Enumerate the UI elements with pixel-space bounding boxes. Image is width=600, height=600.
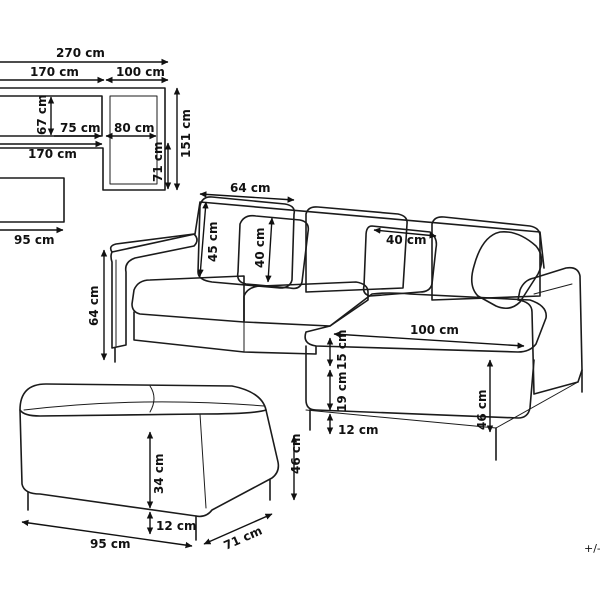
label-95-plan: 95 cm [14, 233, 55, 247]
ottoman-seam-v [149, 385, 155, 413]
label-100: 100 cm [410, 323, 459, 337]
label-71-plan: 71 cm [151, 142, 165, 183]
throw-pillow-chaise [470, 230, 543, 310]
plan-view: 270 cm 170 cm 100 cm 67 cm 75 cm 80 cm 1… [0, 46, 193, 191]
back-cushion-middle [305, 206, 408, 293]
ottoman-body [19, 409, 280, 518]
label-12-ottoman: 12 cm [156, 519, 197, 533]
sofa-base [133, 311, 317, 355]
ottoman-perspective: 34 cm 12 cm 46 cm 95 cm 71 cm [19, 383, 303, 553]
label-40-height: 40 cm [253, 228, 267, 269]
label-170-bottom: 170 cm [28, 147, 77, 161]
ottoman-front-edge [39, 413, 207, 509]
ottoman-plan-outline [0, 177, 65, 223]
footnote: +/- [584, 542, 600, 555]
throw-pillow-left [236, 214, 310, 290]
label-100: 100 cm [116, 65, 165, 79]
plan-inner-seat [0, 95, 103, 137]
ottoman-top [19, 383, 267, 417]
ottoman-seam-h [23, 401, 265, 411]
label-75: 75 cm [60, 121, 101, 135]
label-170-top: 170 cm [30, 65, 79, 79]
label-46-ottoman: 46 cm [289, 434, 303, 475]
sofa-left-arm [109, 233, 198, 349]
chaise-base [305, 345, 535, 419]
label-45: 45 cm [206, 222, 220, 263]
plan-chaise-inner [109, 95, 158, 185]
chaise-seat-cushion [304, 292, 547, 353]
label-34: 34 cm [152, 454, 166, 495]
label-80: 80 cm [114, 121, 155, 135]
sofa-right-arm [517, 266, 583, 395]
sofa-back-frame [111, 201, 545, 269]
label-46-sofa: 46 cm [475, 390, 489, 431]
plan-outline [0, 87, 166, 191]
label-15: 15 cm [335, 330, 349, 371]
dim-line-40-height [265, 217, 275, 283]
label-151: 151 cm [179, 109, 193, 158]
sofa-perspective: 64 cm 45 cm 40 cm 40 cm 64 cm 100 cm 15 … [87, 181, 583, 461]
dim-line-100 [333, 331, 525, 349]
label-67: 67 cm [35, 95, 49, 136]
label-64-height: 64 cm [87, 286, 101, 327]
dim-line-95 [21, 519, 193, 549]
dim-line-40-width [373, 227, 437, 239]
throw-pillow-right [362, 225, 438, 297]
label-64-width: 64 cm [230, 181, 271, 195]
right-arm-top [533, 283, 573, 295]
label-40-width: 40 cm [386, 233, 427, 247]
label-19: 19 cm [335, 372, 349, 413]
label-71: 71 cm [222, 523, 265, 552]
ottoman-plan-view: 95 cm [0, 177, 65, 247]
dim-line-71 [203, 513, 273, 545]
dim-line-45 [197, 201, 209, 277]
label-12-sofa: 12 cm [338, 423, 379, 437]
seat-cushion-middle [243, 281, 369, 327]
label-270: 270 cm [56, 46, 105, 60]
dim-line-64-width [199, 191, 295, 203]
back-cushion-right [431, 216, 541, 301]
label-95: 95 cm [90, 537, 131, 551]
